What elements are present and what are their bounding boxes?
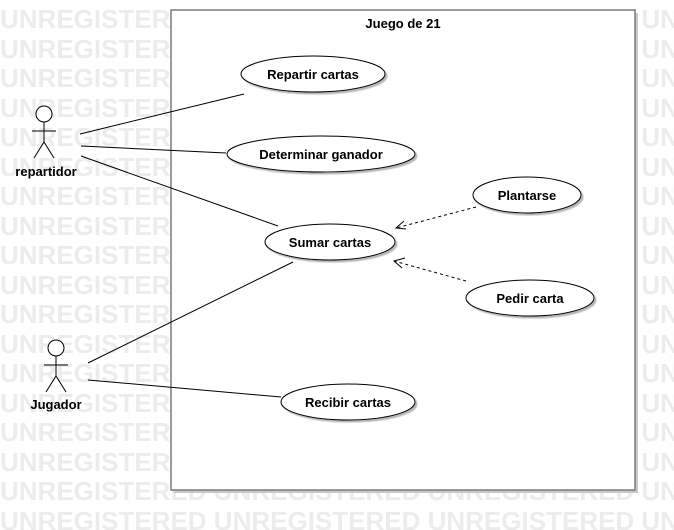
actor-repartidor[interactable] [32,105,56,159]
use-case-sumar-cartas[interactable]: Sumar cartas [264,223,396,261]
use-case-label: Plantarse [498,188,557,203]
association-repartidor-determinar[interactable] [80,145,227,154]
use-case-plantarse[interactable]: Plantarse [472,176,582,214]
use-case-repartir-cartas[interactable]: Repartir cartas [240,55,386,93]
dependency-pedir-sumar[interactable] [392,257,467,282]
use-case-label: Repartir cartas [267,67,359,82]
use-case-pedir-carta[interactable]: Pedir carta [465,279,595,317]
actor-jugador[interactable] [44,339,68,393]
association-jugador-sumar[interactable] [87,261,294,364]
use-case-label: Recibir cartas [305,395,391,410]
actor-label-jugador: Jugador [30,397,81,412]
actor-label-repartidor: repartidor [15,164,76,179]
association-jugador-recibir[interactable] [87,379,282,398]
use-case-recibir-cartas[interactable]: Recibir cartas [280,383,416,421]
use-case-label: Determinar ganador [259,147,383,162]
dependency-plantarse-sumar[interactable] [394,206,477,230]
use-case-determinar-ganador[interactable]: Determinar ganador [226,135,416,173]
use-case-label: Sumar cartas [289,235,371,250]
system-boundary[interactable]: Juego de 21 [170,9,638,493]
association-repartidor-repartir[interactable] [79,93,245,135]
system-title: Juego de 21 [365,16,440,31]
association-repartidor-sumar[interactable] [80,155,279,227]
use-case-label: Pedir carta [496,291,564,306]
